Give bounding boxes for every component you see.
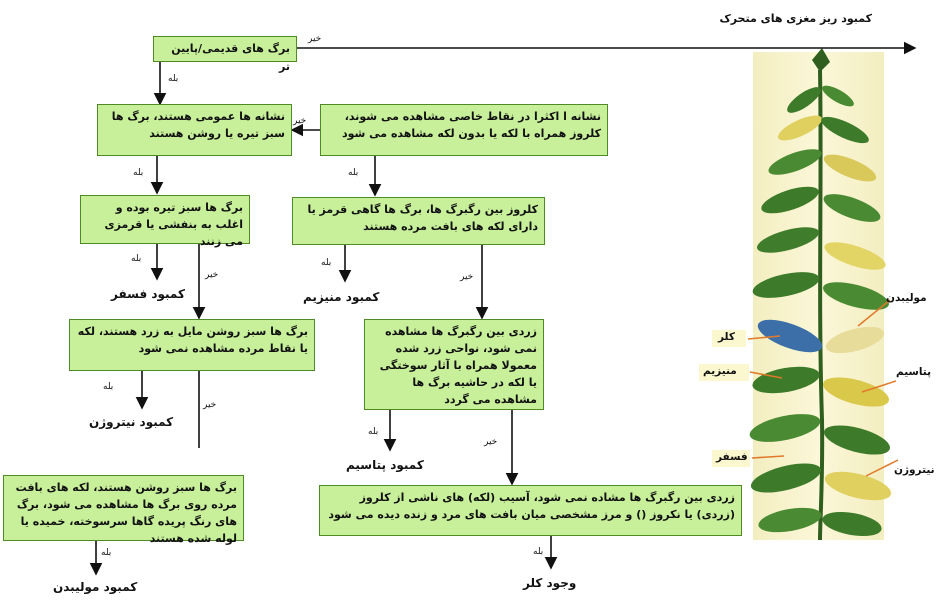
plant-label-magnesium-bg (699, 364, 749, 381)
edge-label-no-n5: خیر (460, 272, 474, 282)
edge-label-yes-n4: بله (131, 254, 142, 264)
edge-label-yes-n9: بله (533, 547, 544, 557)
plant-label-chlorine-bg (712, 330, 746, 347)
plant-label-nitrogen: نیتروژن (894, 464, 935, 476)
node-light-green-yellow: برگ ها سبز روشن مایل به زرد هستند، لکه ی… (69, 319, 315, 371)
top-right-title: کمبود ریز مغزی های متحرک (719, 12, 872, 25)
node-localized-symptoms: نشانه ا اکثرا در نقاط خاصی مشاهده می شون… (320, 104, 608, 156)
result-molybdenum: کمبود مولیبدن (53, 580, 138, 594)
edge-label-no-n4: خیر (205, 270, 219, 280)
result-nitrogen: کمبود نیتروژن (89, 415, 174, 429)
edge-label-yes-n5: بله (321, 258, 332, 268)
node-interveinal-chlorosis: کلروز بین رگبرگ ها، برگ ها گاهی قرمز یا … (292, 197, 545, 245)
plant-label-phosphorus: فسفر (716, 451, 748, 463)
node-general-symptoms: نشانه ها عمومی هستند، برگ ها سبز تیره یا… (97, 104, 292, 156)
edge-label-no-n1: خیر (308, 34, 322, 44)
plant-leaves (749, 85, 892, 537)
edge-label-yes-n8: بله (101, 548, 112, 558)
edge-label-no-n7: خیر (484, 437, 498, 447)
node-dark-green-purple: برگ ها سبز تیره بوده و اغلب به بنفشی یا … (80, 195, 250, 248)
result-potassium: کمبود پتاسیم (346, 458, 424, 472)
edge-label-yes-n6: بله (103, 382, 114, 392)
plant-label-phosphorus-bg (712, 450, 750, 467)
edge-label-no-n6: خیر (203, 400, 217, 410)
plant-label-magnesium: منیزیم (703, 365, 737, 377)
plant-label-chlorine: کلر (718, 331, 735, 343)
plant-label-molybdenum: مولیبدن (886, 292, 927, 304)
plant-label-arrows (747, 299, 899, 477)
node-necrosis-boundary: زردی بین رگبرگ ها مشاده نمی شود، آسیب (ل… (319, 485, 742, 536)
edge-label-no-n2: خیر (293, 116, 307, 126)
edge-label-yes-n7: بله (368, 427, 379, 437)
plant-bud (812, 48, 830, 72)
result-chlorine: وجود کلر (523, 576, 577, 590)
node-marginal-scorch: زردی بین رگبرگ ها مشاهده نمی شود، نواحی … (364, 319, 544, 410)
node-older-leaves: برگ های قدیمی/پایین تر (153, 36, 297, 73)
node-light-green-necrotic: برگ ها سبز روشن هستند، لکه های بافت مرده… (3, 475, 244, 545)
edge-label-yes-n1: بله (168, 74, 179, 84)
result-phosphorus: کمبود فسفر (111, 287, 185, 301)
result-magnesium: کمبود منیزیم (303, 290, 380, 304)
plant-label-potassium: پتاسیم (896, 366, 932, 378)
edge-label-yes-n3: بله (348, 168, 359, 178)
edge-label-yes-n2: بله (133, 168, 144, 178)
